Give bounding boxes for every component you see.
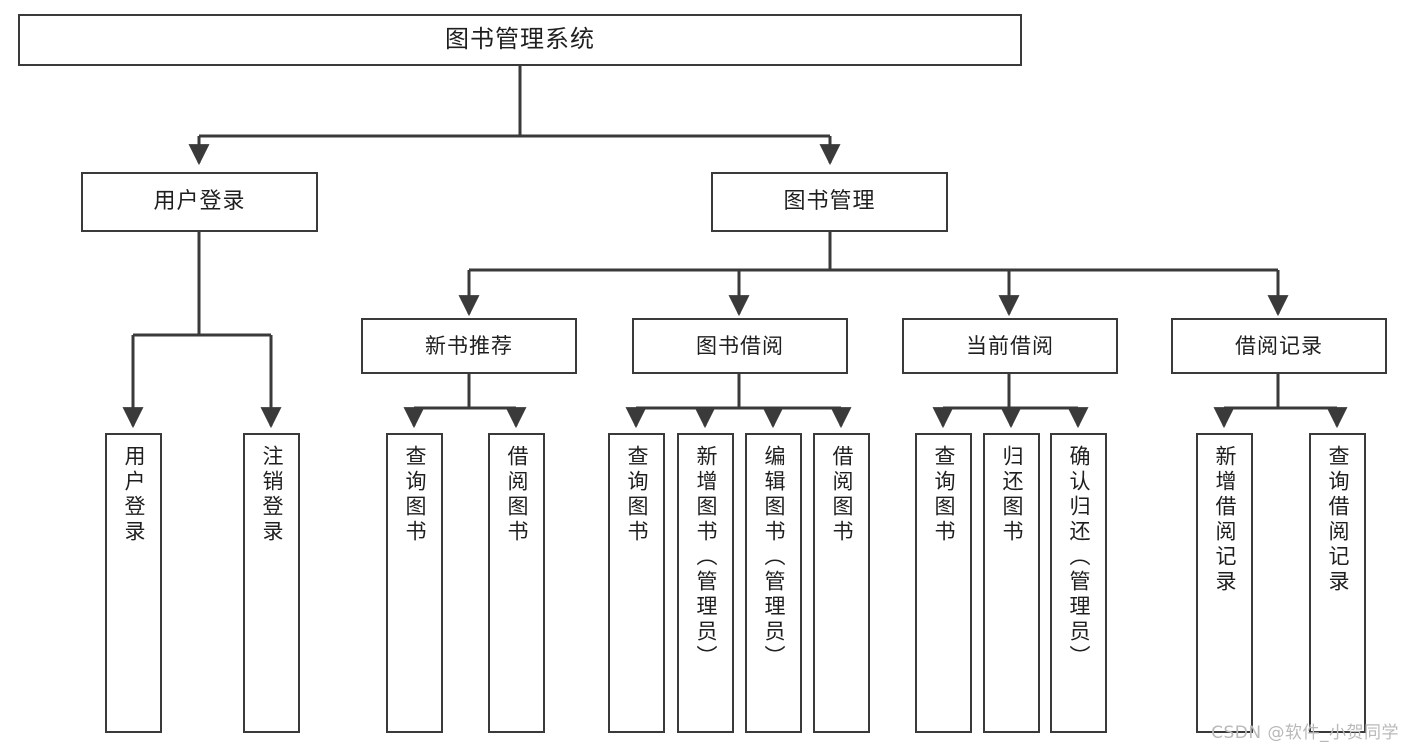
node-new-book-recommend-label: 新书推荐 — [425, 333, 513, 358]
node-leaf-borrow-book-1-label: 借阅图书 — [505, 445, 529, 545]
node-leaf-add-record-label: 新增借阅记录 — [1213, 445, 1237, 595]
node-leaf-query-record[interactable]: 查询借阅记录 — [1309, 433, 1366, 733]
node-leaf-user-login-label: 用户登录 — [122, 445, 146, 545]
watermark-text: CSDN @软件_小贺同学 — [1211, 723, 1399, 743]
node-leaf-borrow-book-2-label: 借阅图书 — [830, 445, 854, 545]
node-book-borrow-label: 图书借阅 — [696, 333, 784, 358]
node-new-book-recommend[interactable]: 新书推荐 — [361, 318, 577, 374]
node-book-manage-label: 图书管理 — [783, 189, 876, 215]
node-leaf-query-book-3-label: 查询图书 — [932, 445, 956, 545]
node-leaf-query-book-3[interactable]: 查询图书 — [915, 433, 972, 733]
node-book-manage[interactable]: 图书管理 — [711, 172, 948, 232]
node-borrow-record[interactable]: 借阅记录 — [1171, 318, 1387, 374]
node-leaf-query-book-2[interactable]: 查询图书 — [608, 433, 665, 733]
node-leaf-borrow-book-2[interactable]: 借阅图书 — [813, 433, 870, 733]
node-leaf-query-book-1[interactable]: 查询图书 — [386, 433, 443, 733]
node-leaf-borrow-book-1[interactable]: 借阅图书 — [488, 433, 545, 733]
node-leaf-user-logout[interactable]: 注销登录 — [243, 433, 300, 733]
node-leaf-edit-book[interactable]: 编辑图书（管理员） — [745, 433, 802, 733]
node-user-login[interactable]: 用户登录 — [81, 172, 318, 232]
node-leaf-user-logout-label: 注销登录 — [260, 445, 284, 545]
node-book-borrow[interactable]: 图书借阅 — [632, 318, 848, 374]
node-leaf-user-login[interactable]: 用户登录 — [105, 433, 162, 733]
node-leaf-return-book[interactable]: 归还图书 — [983, 433, 1040, 733]
node-leaf-add-book[interactable]: 新增图书（管理员） — [677, 433, 734, 733]
node-leaf-confirm-return[interactable]: 确认归还（管理员） — [1050, 433, 1107, 733]
node-leaf-query-record-label: 查询借阅记录 — [1326, 445, 1350, 595]
node-current-borrow[interactable]: 当前借阅 — [902, 318, 1118, 374]
node-leaf-add-book-label: 新增图书（管理员） — [694, 445, 718, 670]
node-borrow-record-label: 借阅记录 — [1235, 333, 1323, 358]
node-leaf-add-record[interactable]: 新增借阅记录 — [1196, 433, 1253, 733]
node-leaf-query-book-2-label: 查询图书 — [625, 445, 649, 545]
node-leaf-query-book-1-label: 查询图书 — [403, 445, 427, 545]
node-leaf-edit-book-label: 编辑图书（管理员） — [762, 445, 786, 670]
node-user-login-label: 用户登录 — [153, 189, 246, 215]
node-current-borrow-label: 当前借阅 — [966, 333, 1054, 358]
node-leaf-confirm-return-label: 确认归还（管理员） — [1067, 445, 1091, 670]
node-root[interactable]: 图书管理系统 — [18, 14, 1022, 66]
node-root-label: 图书管理系统 — [445, 25, 595, 54]
node-leaf-return-book-label: 归还图书 — [1000, 445, 1024, 545]
